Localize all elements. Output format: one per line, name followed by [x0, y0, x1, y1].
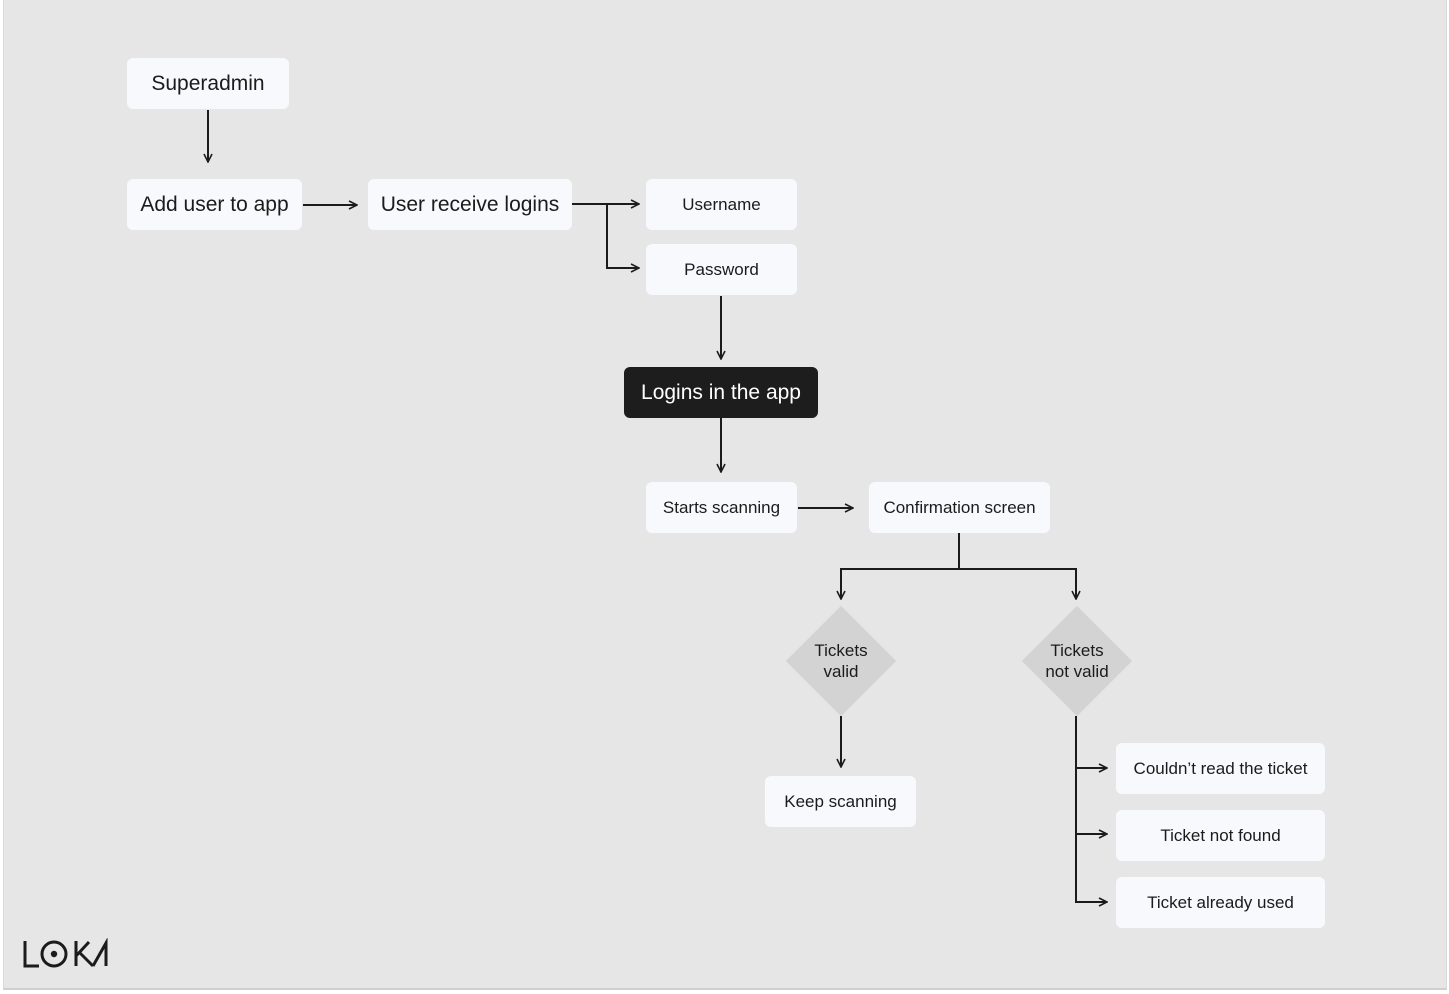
- node-add-user-to-app: Add user to app: [127, 179, 302, 230]
- decision-tickets-valid: Tickets valid: [785, 605, 897, 717]
- decision-tickets-not-valid-label: Tickets not valid: [1045, 641, 1109, 681]
- node-ticket-already-used: Ticket already used: [1116, 877, 1325, 928]
- edge-not-valid-couldnt-read: [1075, 716, 1107, 768]
- edge-confirmation-tickets-valid: [841, 533, 960, 599]
- node-confirmation-screen: Confirmation screen: [869, 482, 1050, 533]
- decision-tickets-not-valid: Tickets not valid: [1021, 605, 1133, 717]
- diagram-canvas: Superadmin Add user to app User receive …: [3, 0, 1447, 990]
- node-ticket-not-found: Ticket not found: [1116, 810, 1325, 861]
- node-user-receive-logins: User receive logins: [368, 179, 572, 230]
- node-username: Username: [646, 179, 797, 230]
- edge-not-valid-not-found: [1075, 768, 1107, 834]
- edge-confirmation-tickets-not-valid: [959, 568, 1076, 599]
- node-logins-in-the-app: Logins in the app: [624, 367, 818, 418]
- edge-not-valid-already-used: [1075, 834, 1107, 902]
- node-password: Password: [646, 244, 797, 295]
- node-starts-scanning: Starts scanning: [646, 482, 797, 533]
- loka-logo: [23, 938, 108, 968]
- decision-tickets-valid-label: Tickets valid: [814, 641, 868, 681]
- node-keep-scanning: Keep scanning: [765, 776, 916, 827]
- node-couldnt-read-the-ticket: Couldn’t read the ticket: [1116, 743, 1325, 794]
- connector-layer: [4, 110, 1446, 988]
- edge-receive-logins-password: [606, 204, 639, 268]
- node-superadmin: Superadmin: [127, 58, 289, 109]
